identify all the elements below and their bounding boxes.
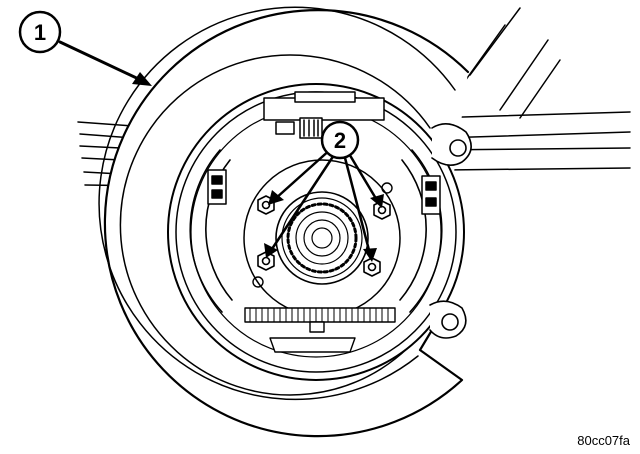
callout-1-arrowhead: [132, 72, 152, 86]
callout-2-leader-d: [342, 152, 372, 256]
callout-1-circle: [18, 10, 62, 54]
callout-2-circle: [320, 120, 360, 160]
callout-2-leader-b: [268, 150, 338, 254]
callout-2-leader-c: [346, 150, 380, 204]
callout-2-leader-a: [273, 146, 334, 201]
figure-id: 80cc07fa: [577, 433, 630, 448]
callout-2: 2: [264, 120, 384, 262]
hold-down-clips: [207, 169, 441, 215]
callout-1-leader: [58, 40, 147, 84]
axle-hub: [243, 159, 401, 317]
mounting-ears: [429, 123, 472, 339]
callout-2-label: 2: [334, 128, 346, 153]
callout-1-label: 1: [34, 20, 46, 45]
callout-1: 1: [18, 10, 152, 86]
adjuster-screw: [244, 307, 396, 353]
bolt-holes: [252, 182, 393, 288]
wheel-cylinder: [263, 91, 385, 139]
